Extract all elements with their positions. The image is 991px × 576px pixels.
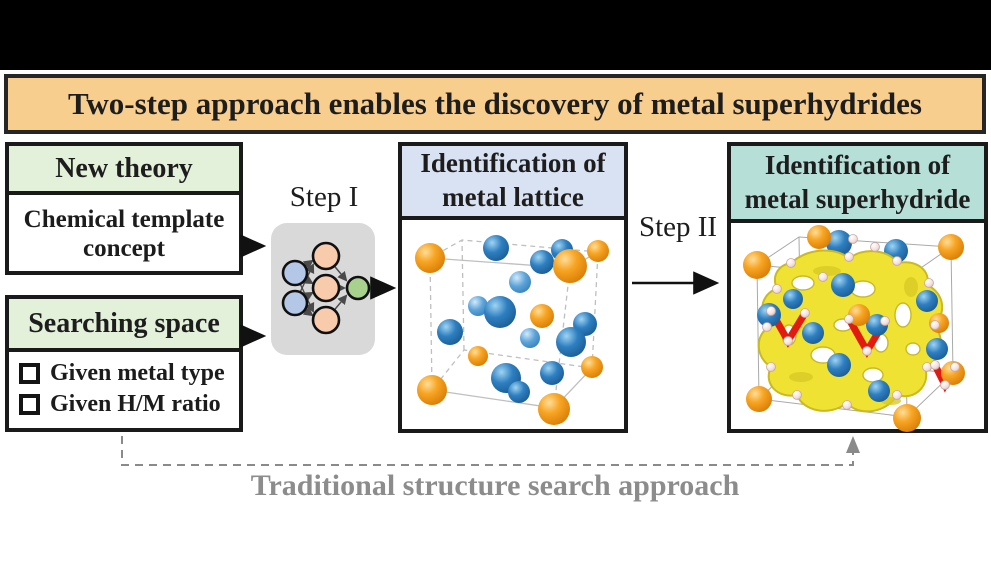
step2-label: Step II [638,211,718,243]
nn-input-node [281,259,309,287]
title-banner: Two-step approach enables the discovery … [4,74,986,134]
new-theory-body: Chemical template concept [23,206,225,262]
step1-label: Step I [289,181,359,213]
list-item: Given H/M ratio [17,389,239,420]
metal-lattice-box: Identification of metal lattice [398,142,628,433]
elf-isosurface [757,249,959,413]
checkbox-label: Given H/M ratio [50,391,221,417]
metal-lattice-header: Identification of metal lattice [402,146,624,220]
checkbox-icon [19,394,40,415]
searching-space-header: Searching space [9,299,239,352]
nn-input-node [281,289,309,317]
list-item: Given metal type [17,358,239,389]
nn-hidden-node [311,241,341,271]
metal-atoms [415,235,609,425]
checkbox-icon [19,363,40,384]
nn-hidden-node [311,305,341,335]
nn-output-node [345,275,371,301]
metal-superhydride-box: Identification of metal superhydride [727,142,988,433]
up-arrowhead-icon [846,436,860,453]
nn-hidden-node [311,273,341,303]
checkbox-label: Given metal type [50,360,225,386]
metal-superhydride-header: Identification of metal superhydride [731,146,984,223]
top-black-band [0,0,991,70]
searching-space-box: Searching space Given metal type Given H… [5,295,243,432]
figure-title: Two-step approach enables the discovery … [68,86,922,121]
metal-lattice-illustration [415,235,609,425]
new-theory-header: New theory [9,146,239,195]
new-theory-box: New theory Chemical template concept [5,142,243,275]
traditional-approach-label: Traditional structure search approach [250,469,740,502]
neural-network-icon [271,223,375,355]
metal-superhydride-illustration [743,225,965,432]
hydrogen-atoms [762,234,960,410]
traditional-dashed-arrow [121,436,860,466]
searching-space-list: Given metal type Given H/M ratio [9,352,239,420]
